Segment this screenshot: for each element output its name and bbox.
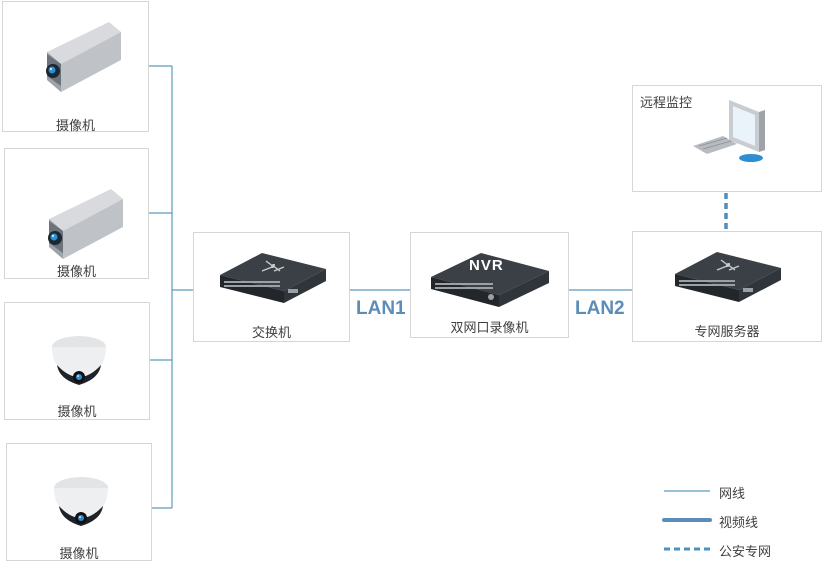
nvr-box[interactable]: NVR 双网口录像机 — [410, 232, 569, 338]
camera2-box[interactable]: 摄像机 — [4, 148, 149, 280]
camera4-box[interactable]: 摄像机 — [6, 443, 152, 562]
camera3-label: 摄像机 — [57, 405, 97, 420]
nvr-recorder-icon — [431, 253, 549, 307]
camera3-box[interactable]: 摄像机 — [4, 302, 150, 420]
lan2-label: LAN2 — [575, 298, 625, 319]
monitor-label: 远程监控 — [640, 96, 693, 111]
legend-public-network: 公安专网 — [719, 545, 772, 560]
monitor-box[interactable]: 远程监控 — [632, 85, 822, 192]
nvr-label: 双网口录像机 — [450, 321, 529, 336]
server-label: 专网服务器 — [694, 325, 760, 340]
camera4-label: 摄像机 — [59, 547, 99, 562]
camera1-box[interactable]: 摄像机 — [2, 1, 149, 134]
camera1-label: 摄像机 — [55, 119, 95, 134]
legend-video-cable: 视频线 — [719, 516, 759, 531]
nvr-badge: NVR — [469, 257, 504, 274]
bullet-camera-icon — [48, 189, 123, 259]
bullet-camera-icon — [46, 22, 121, 92]
server-box[interactable]: 专网服务器 — [632, 231, 822, 342]
dome-camera-icon — [54, 477, 108, 526]
switch-label: 交换机 — [251, 326, 291, 341]
camera2-label: 摄像机 — [56, 265, 96, 280]
network-switch-icon — [220, 253, 326, 303]
switch-box[interactable]: 交换机 — [193, 232, 350, 342]
server-switch-icon — [675, 252, 781, 302]
lan1-label: LAN1 — [356, 298, 406, 319]
computer-icon — [693, 100, 765, 162]
legend-network-cable: 网线 — [719, 487, 746, 502]
dome-camera-icon — [52, 336, 106, 385]
